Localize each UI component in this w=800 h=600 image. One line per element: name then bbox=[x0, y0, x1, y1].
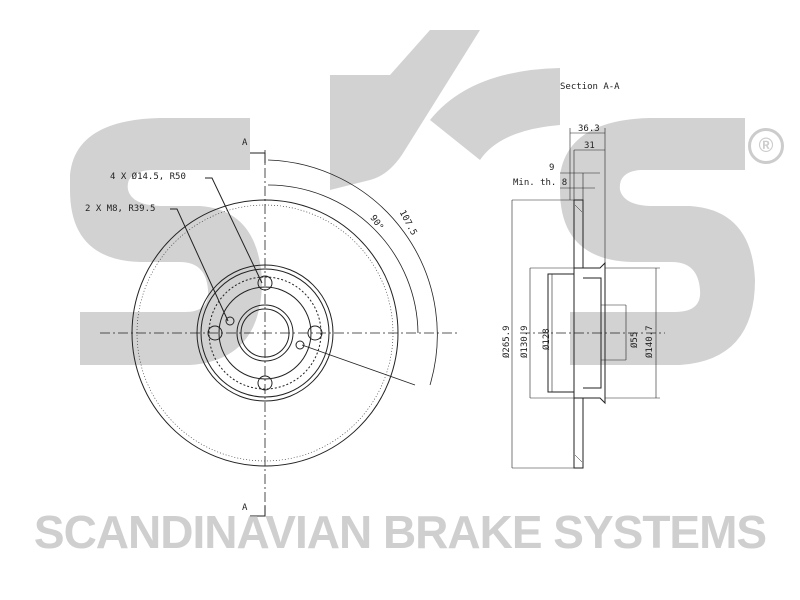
front-view bbox=[100, 150, 458, 517]
section-marker-bottom: A bbox=[242, 503, 248, 513]
registered-mark-icon: ® bbox=[748, 128, 784, 164]
dim-9: 9 bbox=[549, 163, 555, 173]
threads-label: 2 X M8, R39.5 bbox=[85, 204, 156, 214]
min-thickness-label: Min. th. 8 bbox=[513, 178, 568, 188]
company-watermark: SCANDINAVIAN BRAKE SYSTEMS bbox=[33, 506, 767, 558]
dia-outer-label: Ø265.9 bbox=[502, 325, 512, 358]
dia-hat-outer-label: Ø130.9 bbox=[520, 325, 530, 358]
dim-36-3: 36.3 bbox=[578, 124, 600, 134]
dia-center-label: Ø55 bbox=[630, 331, 640, 348]
dia-pcd-label: Ø140.7 bbox=[645, 325, 655, 358]
section-marker-top: A bbox=[242, 138, 248, 148]
dia-hat-inner-label: Ø128 bbox=[542, 328, 552, 350]
section-title: Section A-A bbox=[560, 82, 620, 92]
section-view bbox=[511, 128, 665, 469]
sbs-logo-watermark bbox=[70, 30, 755, 365]
bolt-holes-label: 4 X Ø14.5, R50 bbox=[110, 172, 186, 182]
dim-31: 31 bbox=[584, 141, 595, 151]
